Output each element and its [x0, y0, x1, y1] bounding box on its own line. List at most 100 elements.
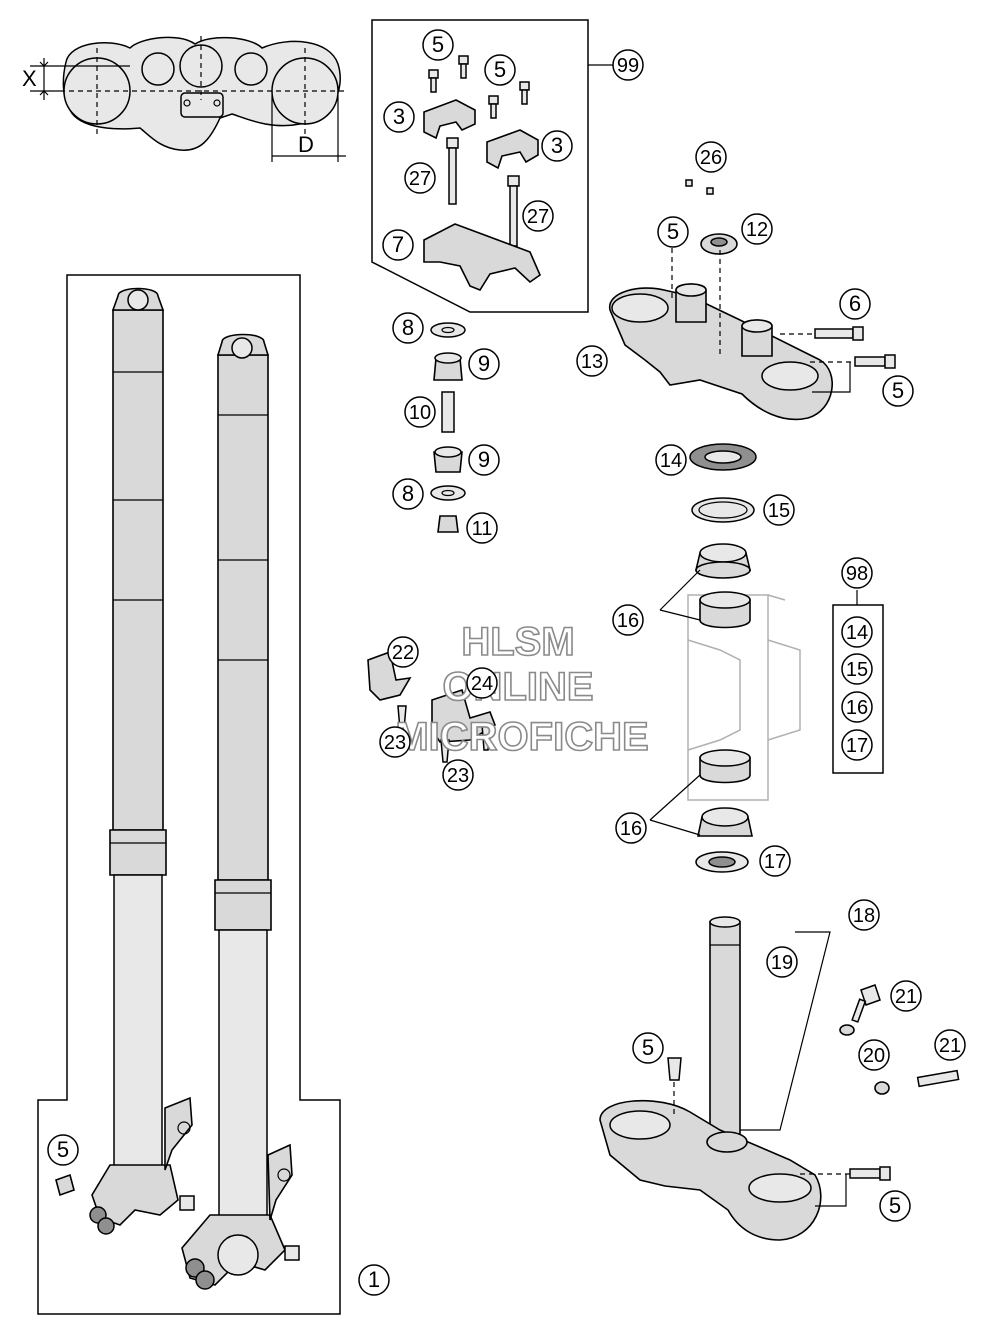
- steering-bearings: [649, 443, 884, 873]
- callout-c16c: 16: [615, 812, 647, 844]
- callout-number: 8: [402, 481, 414, 506]
- callout-circle: [890, 980, 922, 1012]
- callout-number: 16: [620, 818, 642, 840]
- callout-number: 5: [667, 219, 679, 244]
- lower-triple-clamp: [599, 916, 960, 1241]
- callout-circle: [841, 557, 873, 589]
- callout-c15a: 15: [763, 494, 795, 526]
- callout-number: 13: [581, 351, 603, 373]
- callout-number: 16: [617, 610, 639, 632]
- callout-c22: 22: [387, 636, 419, 668]
- callout-c99: 99: [612, 49, 644, 81]
- callout-number: 3: [551, 133, 563, 158]
- callout-c12: 12: [741, 213, 773, 245]
- callout-c13: 13: [576, 345, 608, 377]
- callout-c27b: 27: [522, 200, 554, 232]
- callout-c17b: 17: [759, 845, 791, 877]
- callout-circle: [466, 512, 498, 544]
- callout-circle: [392, 478, 424, 510]
- callout-number: 11: [472, 518, 493, 540]
- callout-circle: [934, 1029, 966, 1061]
- callout-c8b: 8: [392, 478, 424, 510]
- callout-circle: [392, 312, 424, 344]
- brake-line-brackets: [367, 650, 496, 763]
- callout-c98: 98: [841, 557, 873, 589]
- callout-number: 5: [642, 1035, 654, 1060]
- right-fork-leg: [181, 333, 300, 1290]
- callout-c21b: 21: [934, 1029, 966, 1061]
- callout-circle: [422, 29, 454, 61]
- callout-number: 23: [384, 732, 406, 754]
- callout-number: 5: [432, 32, 444, 57]
- callout-c11: 11: [466, 512, 498, 544]
- callout-number: 18: [853, 905, 875, 927]
- callout-c23b: 23: [442, 759, 474, 791]
- callout-c9a: 9: [468, 348, 500, 380]
- callout-number: 14: [846, 622, 868, 644]
- callout-circle: [841, 616, 873, 648]
- callout-number: 24: [471, 673, 493, 695]
- rubber-mount-parts: [430, 322, 466, 533]
- callout-circle: [522, 200, 554, 232]
- callout-circle: [404, 396, 436, 428]
- callout-number: 17: [764, 851, 786, 873]
- callout-c15b: 15: [841, 653, 873, 685]
- callout-circle: [841, 653, 873, 685]
- callout-c5b: 5: [422, 29, 454, 61]
- watermark-line-3: MICROFICHE: [395, 715, 648, 759]
- callout-circle: [387, 636, 419, 668]
- callout-c3a: 3: [383, 101, 415, 133]
- callout-c23a: 23: [379, 726, 411, 758]
- callout-c5g: 5: [879, 1190, 911, 1222]
- callout-circle: [576, 345, 608, 377]
- callout-number: 8: [402, 315, 414, 340]
- callout-number: 5: [57, 1137, 69, 1162]
- callout-circle: [466, 667, 498, 699]
- callout-circle: [766, 946, 798, 978]
- watermark-line-1: HLSM: [461, 620, 574, 664]
- callout-number: 5: [889, 1193, 901, 1218]
- callout-circle: [741, 213, 773, 245]
- callout-number: 14: [660, 450, 682, 472]
- callout-c16b: 16: [841, 691, 873, 723]
- upper-triple-clamp: [609, 179, 896, 421]
- callout-circle: [763, 494, 795, 526]
- callout-number: 5: [494, 57, 506, 82]
- callout-circle: [442, 759, 474, 791]
- callout-circle: [841, 691, 873, 723]
- callout-number: 15: [846, 659, 868, 681]
- callout-c26: 26: [695, 141, 727, 173]
- bolt: [428, 55, 530, 119]
- callout-c5a: 5: [47, 1134, 79, 1166]
- callout-c5f: 5: [632, 1032, 664, 1064]
- callout-c20: 20: [858, 1039, 890, 1071]
- callout-circle: [47, 1134, 79, 1166]
- callout-number: 99: [617, 55, 639, 77]
- callout-circle: [379, 726, 411, 758]
- callout-c19: 19: [766, 946, 798, 978]
- callout-c10: 10: [404, 396, 436, 428]
- callout-number: 10: [409, 402, 431, 424]
- callout-c14: 14: [655, 444, 687, 476]
- callout-number: 21: [939, 1035, 961, 1057]
- callout-circle: [612, 49, 644, 81]
- callout-circle: [657, 216, 689, 248]
- callout-number: 19: [771, 952, 793, 974]
- dimension-x-label: X: [22, 66, 37, 91]
- callout-c21a: 21: [890, 980, 922, 1012]
- callout-number: 16: [846, 697, 868, 719]
- callout-number: 9: [478, 447, 490, 472]
- callout-number: 15: [768, 500, 790, 522]
- callout-number: 5: [892, 378, 904, 403]
- callout-number: 21: [895, 986, 917, 1008]
- callout-c7: 7: [382, 229, 414, 261]
- callout-c18: 18: [848, 899, 880, 931]
- callout-c3b: 3: [541, 130, 573, 162]
- watermark: HLSM ONLINE MICROFICHE: [395, 619, 650, 760]
- callout-circle: [358, 1264, 390, 1296]
- callout-c1: 1: [358, 1264, 390, 1296]
- dimension-d-label: D: [298, 132, 314, 157]
- callout-circle: [759, 845, 791, 877]
- callout-circle: [382, 229, 414, 261]
